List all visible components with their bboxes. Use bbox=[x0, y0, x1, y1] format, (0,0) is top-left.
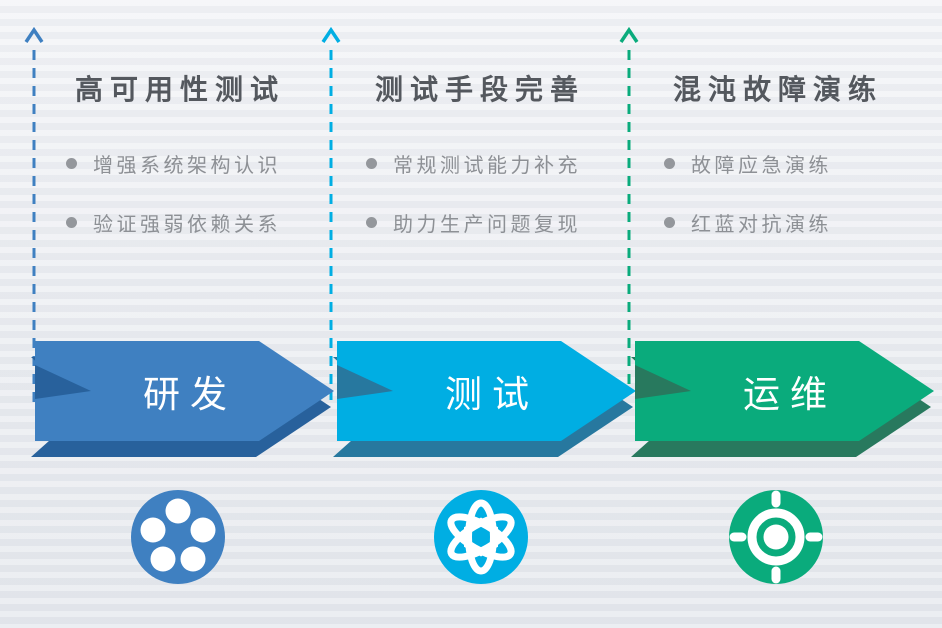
column-title: 测试手段完善 bbox=[374, 74, 585, 105]
column-title: 混沌故障演练 bbox=[672, 74, 883, 105]
bullet-dot-icon bbox=[366, 157, 377, 169]
list-item: 增强系统架构认识 bbox=[66, 146, 330, 180]
bullet-label: 验证强弱依赖关系 bbox=[93, 213, 281, 236]
target-icon bbox=[729, 490, 823, 584]
bullet-dot-icon bbox=[664, 216, 675, 228]
guide-line-ops bbox=[619, 26, 639, 392]
bullet-label: 故障应急演练 bbox=[691, 154, 832, 177]
guide-line-test bbox=[321, 26, 341, 400]
atom-icon bbox=[434, 490, 528, 584]
arrow-up-icon bbox=[321, 26, 341, 43]
column-title: 高可用性测试 bbox=[74, 74, 285, 105]
column-dev: 高可用性测试 增强系统架构认识 验证强弱依赖关系 bbox=[30, 60, 330, 264]
bullet-label: 常规测试能力补充 bbox=[393, 154, 581, 177]
banner-arrow bbox=[337, 341, 636, 441]
film-reel-icon bbox=[131, 490, 225, 584]
stage-banner-test bbox=[333, 341, 636, 457]
stage-banner-dev bbox=[31, 341, 334, 457]
arrow-up-icon bbox=[24, 26, 44, 43]
guide-line-dev bbox=[24, 26, 44, 404]
banner-fold bbox=[35, 365, 91, 399]
list-item: 故障应急演练 bbox=[664, 146, 928, 180]
bullet-list: 常规测试能力补充 助力生产问题复现 bbox=[330, 146, 630, 239]
bullet-dot-icon bbox=[66, 216, 77, 228]
column-ops: 混沌故障演练 故障应急演练 红蓝对抗演练 bbox=[628, 60, 928, 264]
list-item: 常规测试能力补充 bbox=[366, 146, 630, 180]
bullet-dot-icon bbox=[66, 157, 77, 169]
stage-banner-ops bbox=[631, 341, 934, 457]
list-item: 验证强弱依赖关系 bbox=[66, 205, 330, 239]
banner-arrow bbox=[35, 341, 334, 441]
bullet-dot-icon bbox=[664, 157, 675, 169]
banner-arrow bbox=[635, 341, 934, 441]
banner-fold bbox=[635, 365, 691, 399]
bullet-label: 增强系统架构认识 bbox=[93, 154, 281, 177]
bullet-label: 助力生产问题复现 bbox=[393, 213, 581, 236]
list-item: 红蓝对抗演练 bbox=[664, 205, 928, 239]
bullet-label: 红蓝对抗演练 bbox=[691, 213, 832, 236]
list-item: 助力生产问题复现 bbox=[366, 205, 630, 239]
banner-fold bbox=[337, 365, 393, 399]
column-test: 测试手段完善 常规测试能力补充 助力生产问题复现 bbox=[330, 60, 630, 264]
bullet-list: 故障应急演练 红蓝对抗演练 bbox=[628, 146, 928, 239]
bullet-dot-icon bbox=[366, 216, 377, 228]
bullet-list: 增强系统架构认识 验证强弱依赖关系 bbox=[30, 146, 330, 239]
arrow-up-icon bbox=[619, 26, 639, 43]
